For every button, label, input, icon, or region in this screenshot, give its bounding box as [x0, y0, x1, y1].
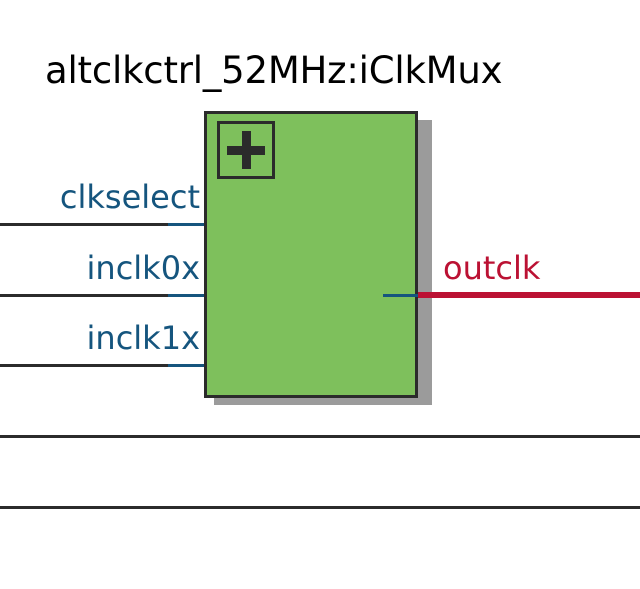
pin-label-clkselect: clkselect — [59, 178, 200, 216]
sheet-rule-upper — [0, 435, 640, 438]
plus-vertical-bar — [242, 131, 251, 169]
pin-label-outclk: outclk — [443, 249, 541, 287]
output-wire-outclk[interactable] — [418, 292, 640, 298]
pin-label-inclk0x: inclk0x — [86, 249, 200, 287]
input-wire-clkselect[interactable] — [0, 223, 170, 226]
output-pin-stub-outclk[interactable] — [383, 294, 421, 297]
block-title: altclkctrl_52MHz:iClkMux — [45, 49, 503, 92]
input-wire-inclk0x[interactable] — [0, 294, 170, 297]
input-wire-inclk1x[interactable] — [0, 364, 170, 367]
block-altclkctrl[interactable] — [204, 111, 418, 398]
expand-plus-icon[interactable] — [217, 121, 275, 179]
pin-label-inclk1x: inclk1x — [86, 319, 200, 357]
sheet-rule-lower — [0, 506, 640, 509]
